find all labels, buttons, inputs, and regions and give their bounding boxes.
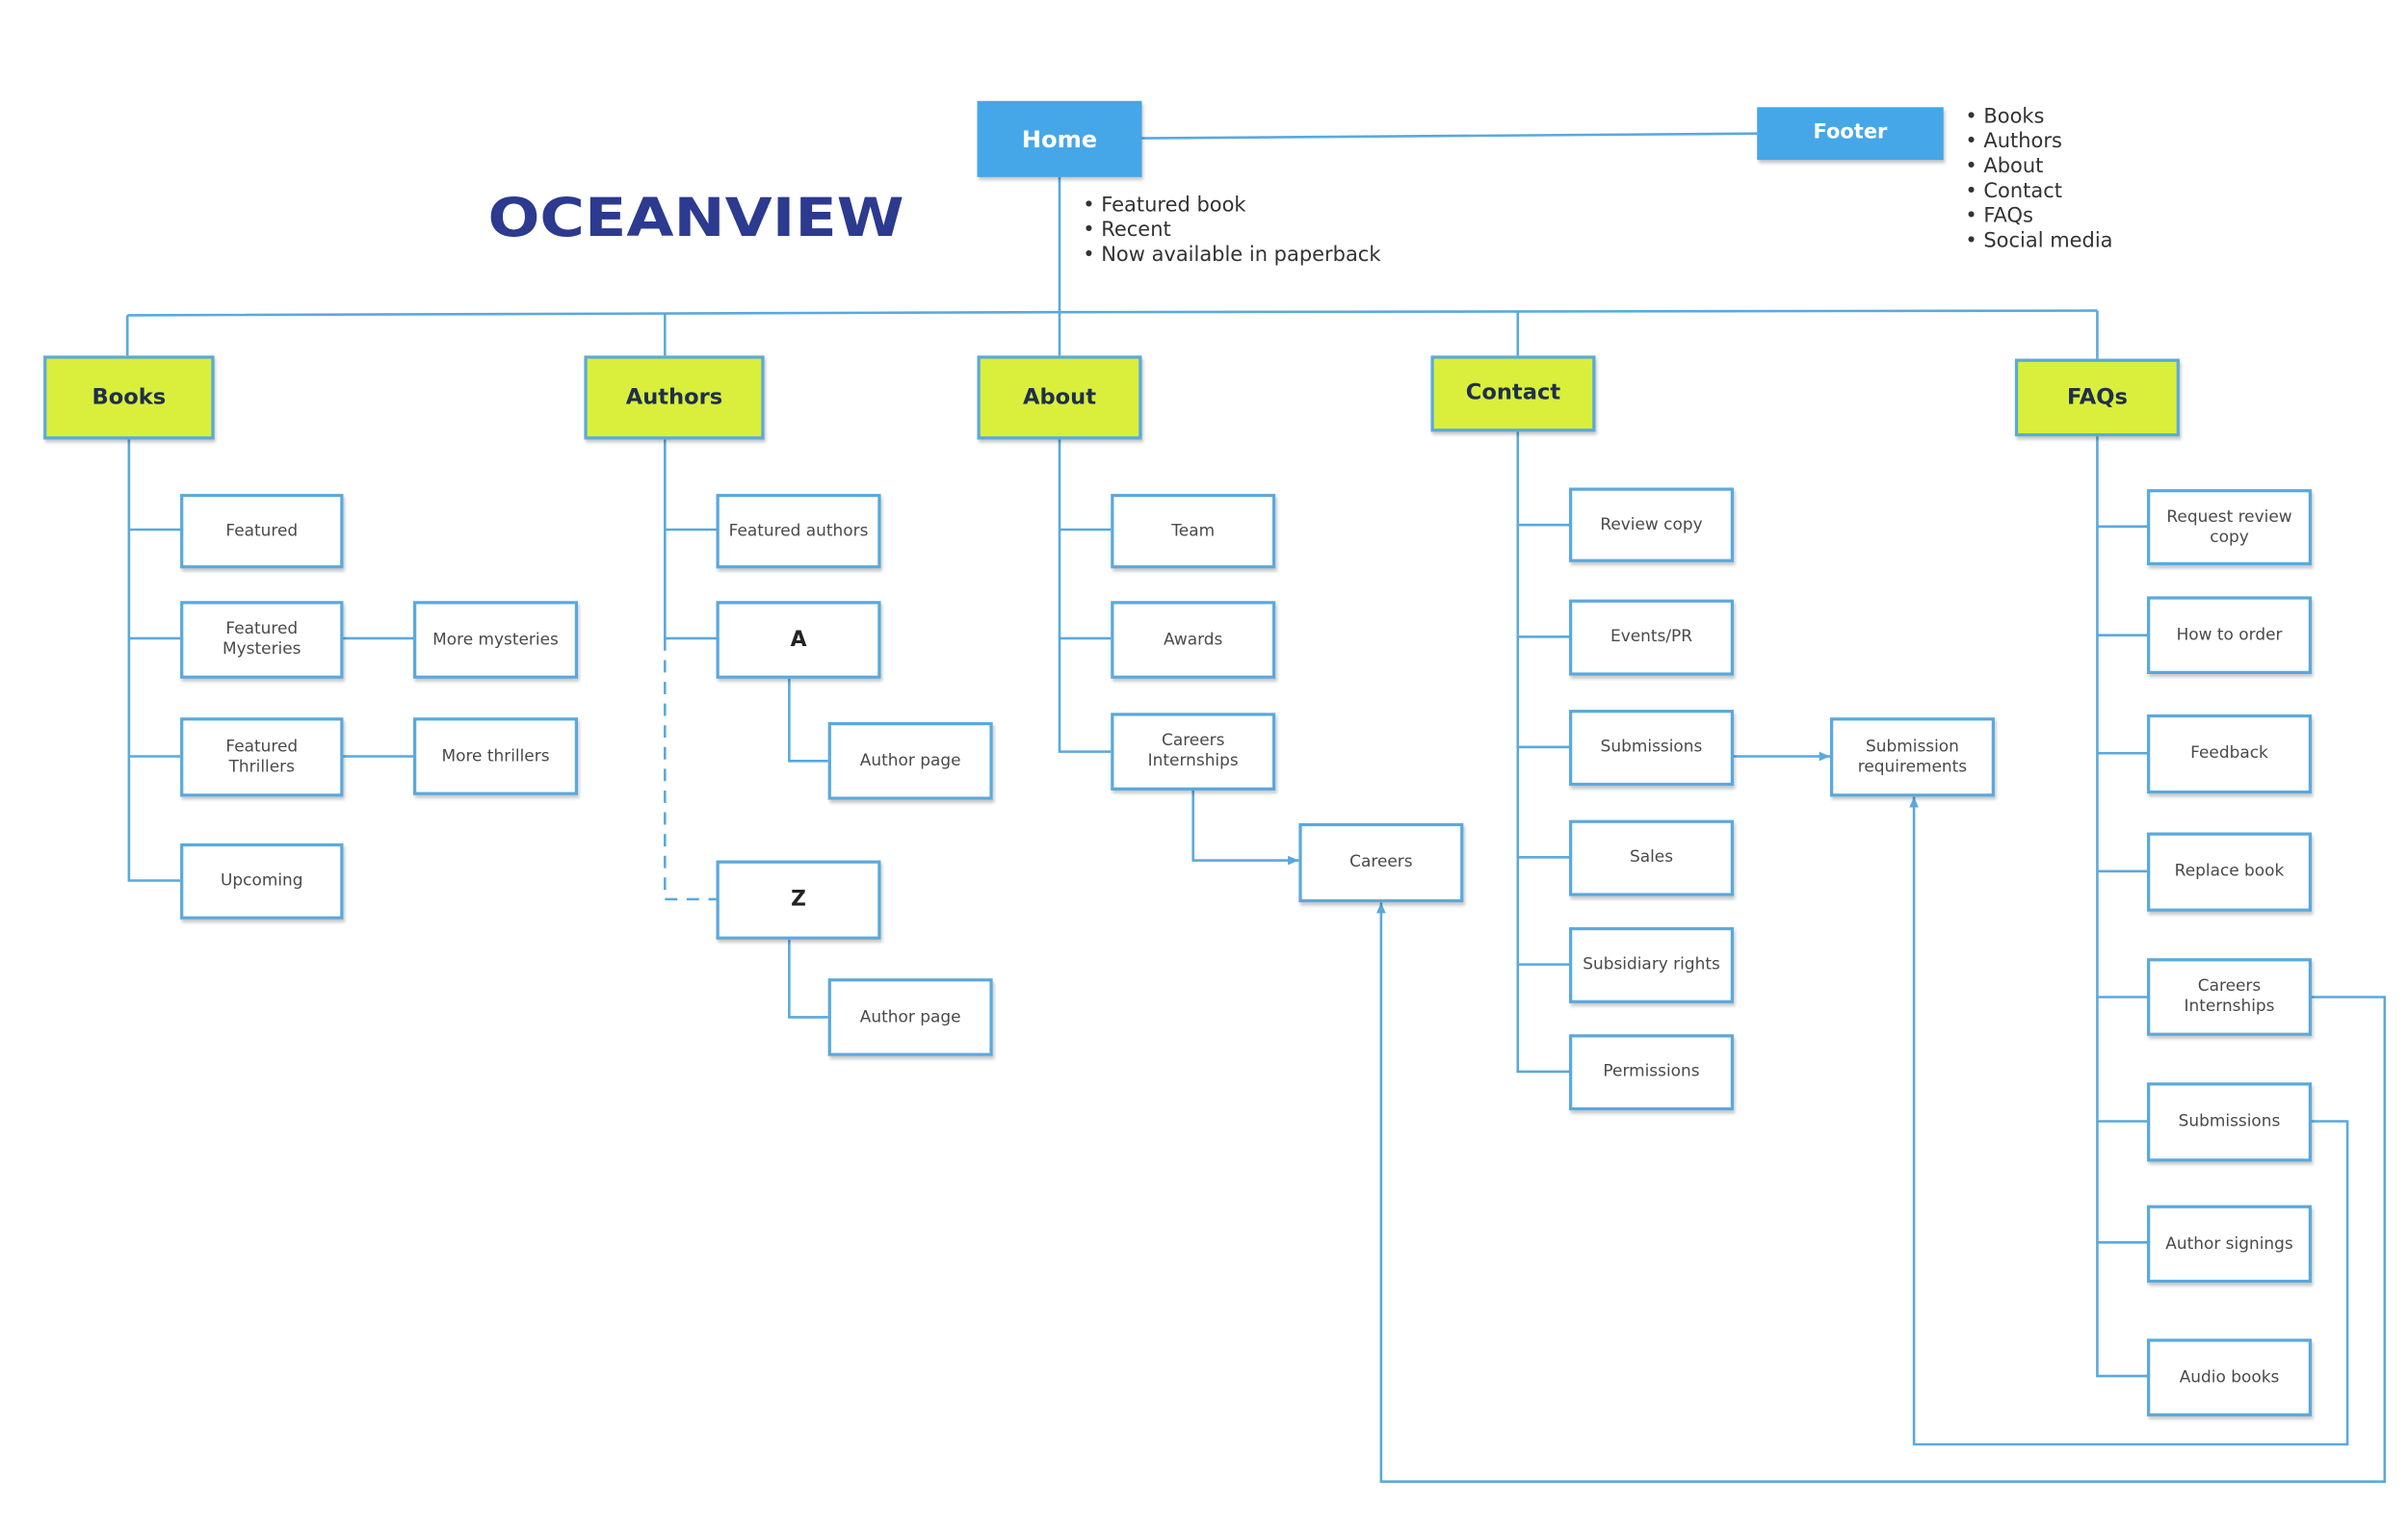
oceanview-logo: OCEANVIEW [487,187,903,248]
faqs-replace-book-node[interactable]: Replace book [2147,832,2312,912]
books-featured-thrillers-node[interactable]: Featured Thrillers [180,717,344,797]
faq-submissions-to-requirements-link [1909,796,2349,1446]
about-awards-node[interactable]: Awards [1111,601,1276,679]
faqs-how-to-order-node[interactable]: How to order [2147,596,2312,674]
books-section-node[interactable]: Books [43,355,215,440]
authors-dashed-connector [664,637,717,901]
svg-text:OCEANVIEW: OCEANVIEW [487,187,903,248]
home-note: Featured book [1083,195,1380,220]
footer-item: Contact [1965,180,2112,205]
about-careers-internships-node[interactable]: Careers Internships [1111,713,1276,791]
footer-item: FAQs [1965,205,2112,230]
faqs-submissions-node[interactable]: Submissions [2147,1082,2312,1162]
footer-node[interactable]: Footer [1757,107,1944,161]
faqs-careers-internships-node[interactable]: Careers Internships [2147,958,2312,1036]
authors-spine-connector [664,439,717,640]
footer-item: About [1965,155,2112,180]
about-section-node[interactable]: About [977,355,1142,440]
faq-careers-to-careers-link [1376,902,2387,1483]
books-more-thrillers-node[interactable]: More thrillers [413,717,578,795]
footer-item: Authors [1965,130,2112,155]
books-upcoming-node[interactable]: Upcoming [180,843,344,920]
authors-section-node[interactable]: Authors [584,355,765,440]
contact-sales-node[interactable]: Sales [1569,819,1734,896]
books-featured-node[interactable]: Featured [180,493,344,569]
author-page-z-node[interactable]: Author page [827,978,993,1056]
about-team-node[interactable]: Team [1111,493,1276,569]
authors-featured-node[interactable]: Featured authors [716,493,881,569]
contact-subsidiary-rights-node[interactable]: Subsidiary rights [1569,926,1734,1003]
contact-events-pr-node[interactable]: Events/PR [1569,599,1734,676]
faqs-request-review-copy-node[interactable]: Request review copy [2147,489,2312,566]
footer-item: Social media [1965,230,2112,255]
a-authorpage-connector [788,678,828,763]
about-careers-node[interactable]: Careers [1298,822,1464,903]
footer-item: Books [1965,106,2112,131]
contact-section-node[interactable]: Contact [1430,355,1596,432]
contact-permissions-node[interactable]: Permissions [1569,1034,1734,1111]
home-note: Recent [1083,219,1380,244]
faqs-spine-connector [2096,436,2149,1378]
section-bar-connector [127,309,2098,317]
about-spine-connector [1058,439,1112,753]
contact-review-copy-node[interactable]: Review copy [1569,487,1734,562]
faqs-feedback-node[interactable]: Feedback [2147,714,2312,794]
home-notes-list: Featured book Recent Now available in pa… [1083,195,1380,269]
faqs-section-node[interactable]: FAQs [2014,358,2180,437]
contact-submission-requirements-node[interactable]: Submission requirements [1829,717,1995,797]
z-authorpage-connector [788,939,828,1019]
careers-internships-careers-connector [1191,790,1299,866]
faqs-author-signings-node[interactable]: Author signings [2147,1205,2312,1284]
author-page-a-node[interactable]: Author page [827,721,993,800]
books-spine-connector [127,439,182,882]
home-footer-connector [1141,132,1758,140]
books-more-mysteries-node[interactable]: More mysteries [413,601,578,679]
contact-submissions-node[interactable]: Submissions [1569,710,1734,787]
home-node[interactable]: Home [977,100,1142,177]
faqs-audio-books-node[interactable]: Audio books [2147,1338,2312,1416]
contact-spine-connector [1516,431,1571,1074]
authors-letter-a-node[interactable]: A [716,601,881,679]
footer-items-list: Books Authors About Contact FAQs Social … [1965,106,2112,255]
home-note: Now available in paperback [1083,244,1380,269]
authors-letter-z-node[interactable]: Z [716,860,881,940]
books-featured-mysteries-node[interactable]: Featured Mysteries [180,601,344,679]
